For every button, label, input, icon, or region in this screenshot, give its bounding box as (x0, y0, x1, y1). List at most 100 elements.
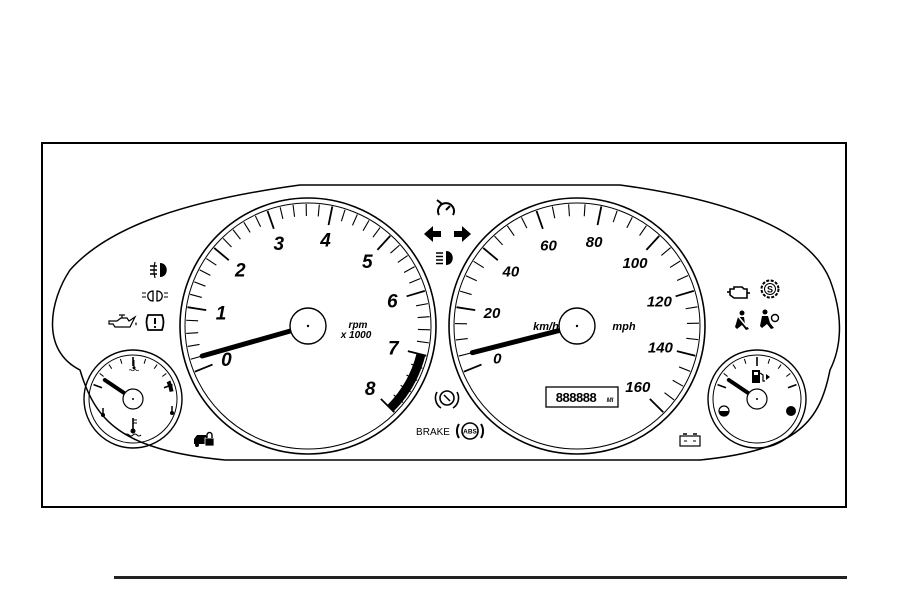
speedometer-tick (665, 393, 675, 400)
fuel-gauge-tick (733, 365, 736, 369)
tachometer-tick (187, 307, 206, 310)
tachometer-tick (280, 207, 283, 219)
tachometer-tick (407, 291, 425, 296)
fuel-gauge-tick (744, 359, 746, 364)
temperature-gauge-tick (162, 373, 166, 376)
fuel-gauge-tick (724, 373, 728, 376)
tachometer-hub-dot (307, 325, 309, 327)
tachometer-tick (377, 236, 390, 250)
cruise-control-icon (437, 200, 454, 215)
speedometer-tick (507, 226, 514, 236)
tachometer-tick (186, 320, 198, 321)
tachometer-tick (373, 228, 380, 238)
speedometer-tick (521, 217, 526, 228)
tachometer-unit-x1000: x 1000 (340, 330, 372, 341)
temperature-gauge-tick (120, 359, 122, 364)
speedometer-tick (483, 248, 498, 260)
tachometer-tick (390, 245, 399, 253)
speedometer-label: 140 (648, 339, 674, 356)
cluster-outline (53, 185, 840, 460)
temperature-hot-marker-bulb (170, 411, 174, 415)
tachometer-tick (194, 282, 205, 286)
speedometer-tick (495, 236, 503, 245)
tachometer-tick (223, 238, 231, 247)
tachometer-tick (352, 214, 357, 225)
tachometer-tick (268, 211, 274, 229)
tachometer-label: 8 (365, 379, 376, 400)
speedometer-tick (686, 338, 698, 339)
speedometer-tick (552, 207, 554, 219)
temperature-cold-marker-bulb (101, 413, 105, 417)
temperature-gauge-hub-dot (132, 398, 134, 400)
tachometer-tick (188, 344, 200, 346)
speedometer-tick (466, 276, 477, 281)
speedometer-tick (676, 291, 694, 296)
temperature-gauge (84, 350, 182, 448)
speedometer-label: 60 (540, 237, 557, 254)
speedometer-tick (464, 365, 482, 372)
fuel-pump-icon (752, 370, 770, 383)
speedometer-tick (456, 307, 475, 310)
airbag-icon (760, 310, 779, 330)
speedometer-label: 0 (493, 351, 502, 368)
tachometer-tick (409, 278, 420, 283)
temperature-gauge-tick (144, 359, 146, 364)
odometer-digits: 888888 (556, 390, 597, 405)
tachometer-tick (233, 230, 240, 239)
speedometer-tick (677, 275, 688, 280)
speedometer-tick (646, 236, 659, 250)
speedometer-tick (627, 217, 632, 228)
turn-signal-right-icon (454, 226, 471, 242)
tachometer-tick (329, 206, 333, 225)
temperature-gauge-tick (109, 365, 112, 369)
tachometer-tick (206, 259, 216, 266)
tachometer-tick (341, 210, 345, 221)
temperature-gauge-tick (94, 385, 102, 388)
speedometer-label: 160 (625, 379, 651, 396)
speedometer-hub-dot (576, 325, 578, 327)
battery-icon (680, 434, 700, 446)
front-fog-lamp-icon (142, 291, 168, 301)
tachometer-tick (293, 205, 294, 217)
abs-warning-icon: ABS (457, 423, 483, 439)
speedometer-tick (673, 380, 683, 386)
fuel-full-marker (786, 406, 796, 416)
odometer-unit: MI (607, 398, 614, 404)
speedometer-tick (537, 211, 543, 229)
speedometer-label: 40 (502, 263, 520, 280)
tachometer-label: 4 (319, 231, 331, 252)
tachometer-tick (418, 317, 430, 318)
tachometer-label: 3 (274, 234, 285, 255)
bottom-rule (114, 576, 847, 579)
oil-pressure-icon (109, 315, 137, 327)
speedometer-unit-mph: mph (612, 321, 636, 333)
speedometer-tick (650, 399, 663, 412)
speedometer-tick (670, 261, 680, 267)
brake-label: BRAKE (416, 427, 450, 438)
speedometer-tick (459, 353, 471, 356)
tachometer-label: 5 (362, 252, 373, 273)
tachometer-tick (200, 270, 211, 276)
check-engine-icon (727, 287, 750, 298)
fuel-gauge-tick (718, 385, 726, 388)
speedometer-tick (686, 307, 698, 309)
coolant-temp-icon (129, 360, 139, 371)
speedometer-tick (584, 204, 585, 216)
tachometer-tick (195, 365, 213, 372)
tachometer-label: 1 (216, 303, 227, 324)
tachometer-tick (186, 333, 198, 334)
temperature-gauge-ticks (94, 357, 173, 388)
speedometer-tick (679, 367, 690, 371)
speedometer-tick (598, 206, 602, 225)
tachometer-redline-band (387, 353, 425, 411)
temperature-gauge-tick (154, 365, 157, 369)
speedometer-tick (456, 339, 468, 340)
turn-signal-left-icon (424, 226, 441, 242)
speedometer-tick (613, 211, 617, 222)
high-beam-icon (436, 251, 453, 265)
tire-pressure-icon (147, 315, 164, 330)
rear-fog-lamp-icon (150, 262, 167, 278)
